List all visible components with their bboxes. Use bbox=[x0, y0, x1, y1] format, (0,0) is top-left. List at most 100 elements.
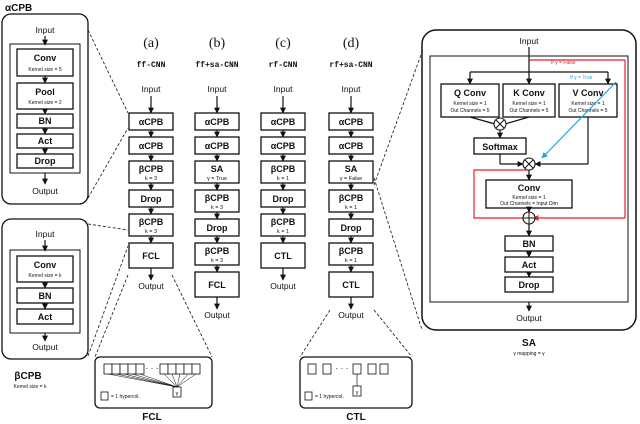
column-block-sub: γ = False bbox=[340, 176, 362, 182]
alpha-cpb-title: αCPB bbox=[5, 3, 32, 14]
k-conv-channels: Out Channels = 5 bbox=[509, 108, 548, 114]
alpha-conv-block bbox=[16, 48, 74, 77]
fcl-detail: · · · γ = 1 hypercol. FCL bbox=[94, 356, 213, 423]
alpha-drop-label: Drop bbox=[35, 156, 56, 166]
column-input: Input bbox=[208, 84, 228, 94]
column-letter: (b) bbox=[209, 36, 226, 51]
column-output: Output bbox=[270, 281, 296, 291]
beta-cpb-subtitle: Kernel size = k bbox=[14, 384, 47, 390]
column-block-label: αCPB bbox=[205, 117, 230, 127]
column-letter: (a) bbox=[143, 36, 159, 51]
column-block-label: αCPB bbox=[339, 117, 364, 127]
softmax-label: Softmax bbox=[482, 142, 518, 152]
alpha-conv-sub: Kernel size = 5 bbox=[28, 67, 61, 73]
beta-cpb-input: Input bbox=[36, 229, 56, 239]
column-letter: (d) bbox=[343, 36, 360, 51]
fcl-title: FCL bbox=[142, 412, 161, 423]
column-block-sub: γ = True bbox=[207, 176, 227, 182]
beta-cpb-panel: Input Conv Kernel size = k BN Act Output… bbox=[1, 218, 89, 390]
column-model-name: ff+sa-CNN bbox=[195, 61, 238, 70]
alpha-pool-sub: Kernel size = 2 bbox=[28, 100, 61, 106]
alpha-drop-block bbox=[16, 153, 74, 169]
column-block-label: Drop bbox=[207, 223, 228, 233]
k-conv-kernel: Kernel size = 1 bbox=[512, 101, 545, 107]
fcl-dots: · · · bbox=[145, 363, 158, 373]
column-block-label: βCPB bbox=[205, 246, 230, 256]
column-block-label: βCPB bbox=[139, 217, 164, 227]
column-input: Input bbox=[342, 84, 362, 94]
q-conv-label: Q Conv bbox=[454, 88, 486, 98]
column-block-label: Drop bbox=[341, 223, 362, 233]
column-model-name: rf+sa-CNN bbox=[329, 61, 372, 70]
sa-frame bbox=[421, 29, 637, 331]
dashed-connectors bbox=[87, 29, 423, 358]
sa-subtitle: γ mapping = γ bbox=[513, 351, 545, 357]
beta-bn-label: BN bbox=[39, 291, 52, 301]
column-block bbox=[328, 271, 374, 298]
sa-input: Input bbox=[520, 36, 540, 46]
ctl-title: CTL bbox=[346, 412, 365, 423]
column-output: Output bbox=[204, 310, 230, 320]
sa-title: SA bbox=[522, 338, 536, 349]
fcl-legend: = 1 hypercol. bbox=[111, 394, 140, 400]
sa-drop-label: Drop bbox=[519, 280, 540, 290]
sa-drop-block bbox=[504, 276, 554, 293]
column-block-label: αCPB bbox=[139, 117, 164, 127]
ctl-dots: · · · bbox=[335, 363, 348, 373]
beta-cpb-frame bbox=[1, 218, 89, 360]
column-block bbox=[260, 242, 306, 269]
column-letter: (c) bbox=[275, 36, 291, 51]
column-block-label: βCPB bbox=[271, 217, 296, 227]
model-columns: (a) ff-CNN Input αCPB αCPB βCPB k = 3 Drop βCPB k… bbox=[128, 36, 374, 320]
ctl-detail: · · · γ = 1 hypercol. CTL bbox=[299, 356, 413, 423]
column-block-label: αCPB bbox=[271, 141, 296, 151]
column-block-label: CTL bbox=[342, 280, 360, 290]
column-block-sub: k = 3 bbox=[145, 229, 157, 235]
alpha-cpb-frame bbox=[1, 13, 89, 205]
column-block-sub: k = 1 bbox=[277, 176, 289, 182]
ctl-legend: = 1 hypercol. bbox=[315, 394, 344, 400]
k-conv-label: K Conv bbox=[513, 88, 545, 98]
alpha-bn-label: BN bbox=[39, 116, 52, 126]
sa-if-false: If γ = False bbox=[551, 60, 576, 66]
column-block-label: βCPB bbox=[339, 246, 364, 256]
sa-bn-label: BN bbox=[523, 239, 536, 249]
beta-cpb-output: Output bbox=[32, 342, 58, 352]
sa-act-label: Act bbox=[522, 260, 537, 270]
sa-if-true: If γ = True bbox=[570, 75, 593, 81]
v-conv-label: V Conv bbox=[572, 88, 603, 98]
fcl-gamma: γ bbox=[176, 391, 179, 397]
column-block-label: βCPB bbox=[205, 193, 230, 203]
column-block-sub: k = 1 bbox=[277, 229, 289, 235]
column-model-name: ff-CNN bbox=[137, 61, 166, 70]
column-input: Input bbox=[274, 84, 294, 94]
column-block bbox=[194, 271, 240, 298]
ctl-frame bbox=[299, 356, 413, 409]
beta-conv-label: Conv bbox=[34, 260, 57, 270]
alpha-conv-label: Conv bbox=[34, 53, 57, 63]
column-block-label: αCPB bbox=[271, 117, 296, 127]
beta-act-label: Act bbox=[38, 312, 53, 322]
column-block-sub: k = 1 bbox=[345, 205, 357, 211]
q-conv-block bbox=[440, 83, 500, 118]
column-block-label: Drop bbox=[141, 194, 162, 204]
q-conv-kernel: Kernel size = 1 bbox=[453, 101, 486, 107]
column-block-label: βCPB bbox=[139, 164, 164, 174]
alpha-act-label: Act bbox=[38, 136, 53, 146]
column-model-name: rf-CNN bbox=[269, 61, 298, 70]
sa-out-conv-channels: Out Channels = Input Dim bbox=[500, 201, 558, 207]
column-output: Output bbox=[138, 281, 164, 291]
column-block-sub: k = 3 bbox=[211, 205, 223, 211]
sa-out-conv-kernel: Kernel size = 1 bbox=[512, 195, 545, 201]
column-block-sub: k = 1 bbox=[345, 258, 357, 264]
alpha-pool-label: Pool bbox=[35, 87, 55, 97]
column-block-label: αCPB bbox=[139, 141, 164, 151]
sa-panel: Input If γ = False If γ = True Q Conv Ke… bbox=[421, 29, 637, 357]
column-block-label: βCPB bbox=[339, 193, 364, 203]
column-block-label: Drop bbox=[273, 194, 294, 204]
sa-output: Output bbox=[516, 313, 542, 323]
